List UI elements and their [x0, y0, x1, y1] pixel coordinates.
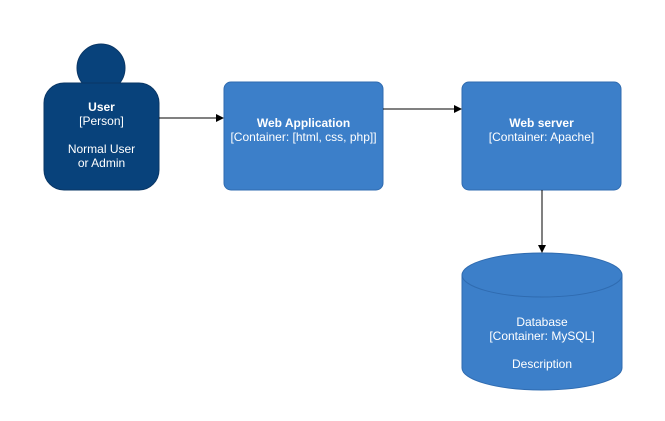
web-server-name: Web server — [509, 116, 574, 130]
database-name: Database — [516, 315, 568, 329]
user-name: User — [88, 100, 115, 114]
web-application-type: [Container: [html, css, php]] — [230, 130, 377, 144]
web-application-container[interactable] — [223, 81, 384, 191]
database-label: Database [Container: MySQL] Description — [462, 315, 622, 371]
user-description: Normal User or Admin — [67, 142, 136, 170]
user-person-shape[interactable] — [43, 43, 160, 191]
user-label: User [Person] Normal User or Admin — [44, 100, 159, 178]
web-application-name: Web Application — [256, 116, 351, 130]
database-type: [Container: MySQL] — [489, 329, 595, 343]
person-body — [43, 82, 160, 191]
database-top — [461, 252, 623, 298]
database-body — [461, 274, 623, 391]
web-server-type: [Container: Apache] — [488, 130, 595, 144]
database-cylinder[interactable] — [461, 252, 623, 391]
web-application-label: Web Application [Container: [html, css, … — [224, 116, 383, 144]
web-server-label: Web server [Container: Apache] — [462, 116, 621, 144]
database-description: Description — [511, 357, 573, 371]
user-type: [Person] — [79, 114, 124, 128]
